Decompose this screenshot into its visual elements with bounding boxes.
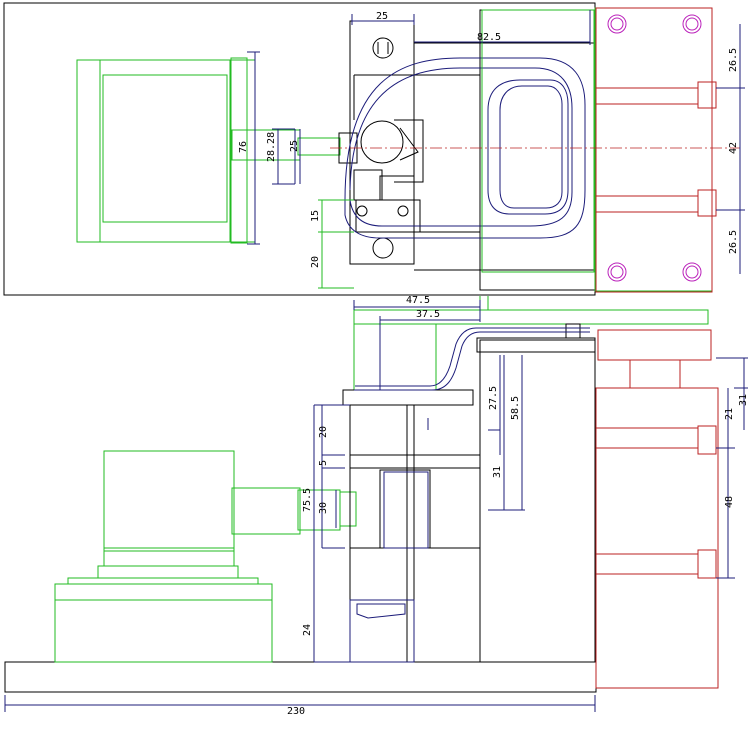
dim-top-82-5: 82.5 [477, 32, 501, 43]
dim-front-37-5: 37.5 [416, 309, 440, 320]
top-fixture-plate [595, 7, 713, 293]
front-holder [342, 323, 596, 663]
dim-front-5: 5 [318, 460, 329, 466]
dim-top-25-shaft: 25 [289, 140, 300, 152]
dim-front-20: 20 [318, 426, 329, 438]
dim-top-25: 25 [376, 11, 388, 22]
top-motor [76, 57, 341, 244]
dim-front-24: 24 [302, 624, 313, 636]
top-spring [344, 57, 586, 239]
dim-front-75-5: 75.5 [302, 488, 313, 512]
top-holder [338, 20, 480, 265]
top-view [3, 2, 745, 296]
front-view [4, 296, 748, 712]
dim-right-21: 21 [724, 408, 735, 420]
front-bracket [349, 327, 590, 663]
dim-front-30: 30 [318, 502, 329, 514]
dim-front-58-5: 58.5 [510, 396, 521, 420]
dim-right-42: 42 [728, 142, 739, 154]
dim-right-26-5-top: 26.5 [728, 48, 739, 72]
dim-top-20: 20 [310, 256, 321, 268]
dim-front-31-inner: 31 [492, 466, 503, 478]
top-fixture-pins [595, 81, 717, 217]
front-motor [54, 296, 709, 663]
dim-right-31: 31 [738, 394, 749, 406]
dim-right-26-5-bottom: 26.5 [728, 230, 739, 254]
front-base-plate [4, 661, 597, 693]
dim-front-27-5: 27.5 [488, 386, 499, 410]
dim-top-15: 15 [310, 210, 321, 222]
dim-right-48: 48 [724, 496, 735, 508]
dim-top-76: 76 [238, 141, 249, 153]
front-fixture [595, 329, 719, 689]
dim-front-47-5: 47.5 [406, 295, 430, 306]
dim-base-230: 230 [287, 706, 305, 717]
dim-top-28-28: 28.28 [266, 132, 277, 162]
top-holes [607, 14, 702, 282]
